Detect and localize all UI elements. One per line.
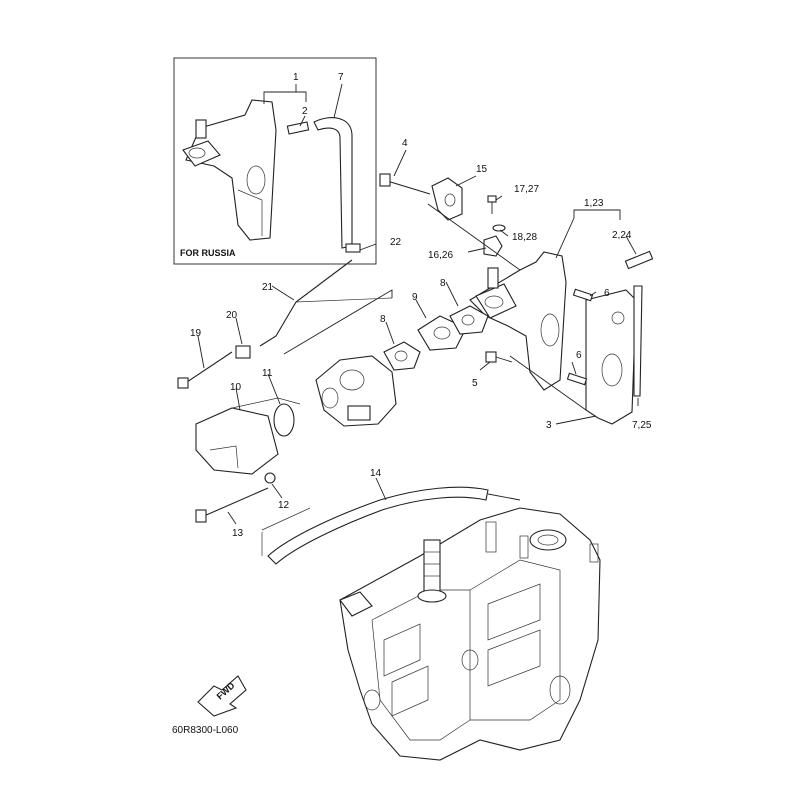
callout-8a: 8 [440, 278, 446, 289]
screw-17-head [487, 195, 497, 203]
callout-18-28: 18,28 [512, 232, 537, 243]
callout-15: 15 [476, 164, 488, 175]
callout-7-25: 7,25 [632, 420, 652, 431]
bolt-5 [495, 356, 513, 363]
inset-fitting [286, 121, 310, 135]
callout-1: 1 [293, 72, 299, 83]
inset-flange-port [188, 147, 206, 159]
pin-6a [572, 288, 594, 302]
manifold-cluster [379, 149, 654, 425]
hose-14-group [261, 477, 521, 565]
clip-16 [483, 235, 503, 257]
gasket-8a [449, 305, 489, 335]
callout-10: 10 [230, 382, 242, 393]
washer-18 [492, 224, 506, 232]
carburetor [315, 355, 397, 427]
callout-7: 7 [338, 72, 344, 83]
inset-manifold [185, 99, 277, 241]
callout-5: 5 [472, 378, 478, 389]
callout-8b: 8 [380, 314, 386, 325]
russia-inset [173, 57, 377, 265]
callout-3: 3 [546, 420, 552, 431]
callout-4: 4 [402, 138, 408, 149]
callout-13: 13 [232, 528, 244, 539]
bolt-4-head [379, 173, 391, 187]
screw-19 [183, 351, 233, 385]
clip-22 [345, 243, 361, 253]
callout-2: 2 [302, 106, 308, 117]
cylinder-port [529, 529, 567, 551]
callout-21: 21 [262, 282, 274, 293]
gasket-9 [417, 315, 467, 351]
fwd-arrow-icon [197, 675, 247, 717]
hose-14 [267, 486, 489, 565]
carb-bowl [347, 405, 371, 421]
knob-20 [235, 345, 251, 359]
callout-9: 9 [412, 292, 418, 303]
callout-1-23: 1,23 [584, 198, 604, 209]
gasket-8b [383, 341, 421, 371]
bolt-13-head [195, 509, 207, 523]
callout-22: 22 [390, 237, 402, 248]
inset-hose [313, 117, 353, 249]
clamp-15 [431, 177, 463, 221]
manifold-nipple [487, 267, 499, 289]
callout-2-24: 2,24 [612, 230, 632, 241]
carburetor-cluster [177, 243, 489, 531]
gasket-3 [585, 289, 637, 425]
callout-12: 12 [278, 500, 290, 511]
callout-6b: 6 [576, 350, 582, 361]
callout-14: 14 [370, 468, 382, 479]
callout-6a: 6 [604, 288, 610, 299]
fitting-2 [624, 250, 654, 270]
bolt-4 [383, 179, 431, 195]
screw-19-head [177, 377, 189, 389]
callout-11: 11 [262, 368, 273, 379]
bolt-13 [203, 487, 269, 517]
silencer-10 [195, 407, 279, 475]
link-rod-21 [259, 259, 353, 347]
callout-16-26: 16,26 [428, 250, 453, 261]
stud [423, 539, 441, 595]
washer-12 [264, 472, 276, 484]
inset-nipple [195, 119, 207, 139]
inset-frame [173, 57, 377, 265]
inset-flange [182, 140, 221, 167]
callout-19: 19 [190, 328, 202, 339]
callout-17-27: 17,27 [514, 184, 539, 195]
engine-block [339, 507, 601, 761]
fwd-badge: FWD [197, 675, 247, 717]
hose-7 [633, 285, 643, 397]
inset-port [246, 165, 266, 195]
callout-20: 20 [226, 310, 238, 321]
o-ring-11 [273, 403, 295, 437]
bolt-5-head [485, 351, 497, 363]
diagram-code: 60R8300-L060 [172, 725, 239, 736]
pin-6b [566, 372, 588, 386]
inset-caption: FOR RUSSIA [180, 248, 236, 258]
